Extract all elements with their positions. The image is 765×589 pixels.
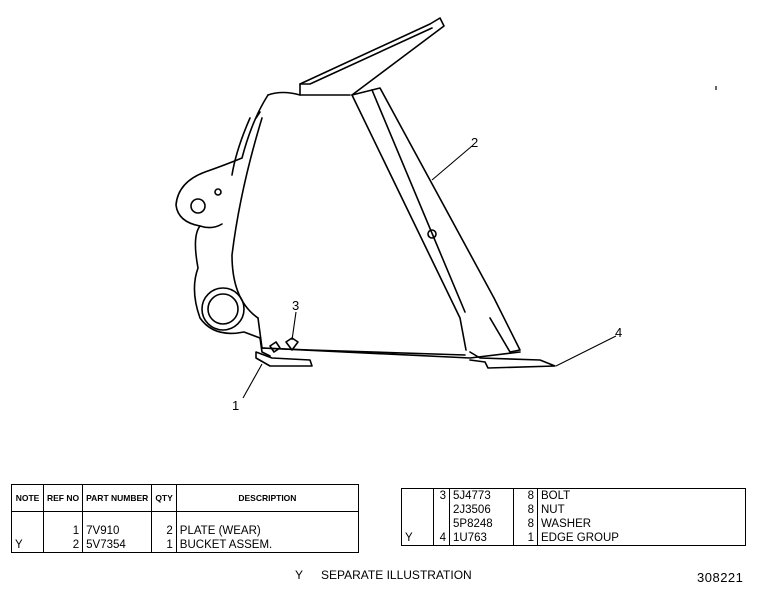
note-cell: [401, 503, 434, 517]
footnote: Y SEPARATE ILLUSTRATION: [295, 568, 472, 582]
bucket-floor: [257, 317, 521, 359]
ref-cell: 2: [43, 538, 84, 553]
table-row: 5P8248 8 WASHER: [401, 517, 746, 531]
table-row: Y 2 5V7354 1 BUCKET ASSEM.: [11, 538, 359, 553]
qty-cell: 1: [513, 531, 538, 546]
qty-cell: 1: [151, 538, 177, 553]
description-cell: EDGE GROUP: [541, 532, 619, 544]
header-part-number: PART NUMBER: [82, 484, 153, 512]
part-number-cell: 7V910: [82, 524, 153, 538]
part-number-cell: 5J4773: [449, 488, 514, 503]
callout-3: 3: [292, 298, 299, 313]
leader-line-4: [555, 335, 617, 367]
header-note: NOTE: [11, 484, 44, 512]
table-row: 1 7V910 2 PLATE (WEAR): [11, 524, 359, 538]
ref-cell: [433, 517, 450, 531]
qty-cell: 8: [513, 517, 538, 531]
qty-cell: 2: [151, 524, 177, 538]
footnote-symbol: Y: [295, 568, 304, 582]
leader-line-3: [291, 311, 297, 341]
ref-cell: 1: [43, 524, 84, 538]
qty-cell: 8: [513, 488, 538, 503]
header-description: DESCRIPTION: [176, 484, 359, 512]
ref-cell: 3: [433, 488, 450, 503]
description-cell: WASHER: [541, 518, 592, 530]
part-number-cell: 5V7354: [82, 538, 153, 553]
bucket-back-curve: [267, 91, 351, 96]
header-ref-no: REF NO: [43, 484, 84, 512]
part-number-cell: 5P8248: [449, 517, 514, 531]
wear-plate: [255, 351, 313, 367]
leader-line-2: [431, 145, 473, 181]
note-cell: [401, 517, 434, 531]
ref-cell: 4: [433, 531, 450, 546]
qty-cell: 8: [513, 503, 538, 517]
spill-guard: [299, 17, 445, 96]
description-cell: PLATE (WEAR): [179, 525, 261, 537]
leader-line-1: [242, 363, 263, 399]
note-cell: [11, 524, 44, 538]
side-cutting-edge: [351, 87, 521, 353]
description-cell: NUT: [541, 504, 565, 516]
table-row: Y 4 1U763 1 EDGE GROUP: [401, 531, 746, 546]
note-cell: Y: [401, 531, 434, 546]
header-qty: QTY: [151, 484, 177, 512]
description-cell: BOLT: [541, 490, 571, 502]
lower-pin-boss: [201, 287, 245, 331]
table-row: 3 5J4773 8 BOLT: [401, 488, 746, 503]
note-cell: Y: [11, 538, 44, 553]
description-cell: BUCKET ASSEM.: [179, 539, 273, 551]
callout-4: 4: [615, 325, 622, 340]
footnote-text: SEPARATE ILLUSTRATION: [321, 568, 472, 582]
edge-group-shape: [469, 351, 556, 369]
parts-table-left: NOTE REF NO PART NUMBER QTY DESCRIPTION …: [11, 484, 359, 553]
parts-table-right: 3 5J4773 8 BOLT 2J3506 8 NUT 5P8248 8 WA…: [401, 488, 746, 546]
part-number-cell: 2J3506: [449, 503, 514, 517]
bucket-illustration: 1 2 3 4: [175, 17, 717, 413]
part-number-cell: 1U763: [449, 531, 514, 546]
bucket-side-plate: [175, 94, 271, 357]
illustration-number: 308221: [697, 570, 744, 585]
upper-pin-hole: [190, 198, 206, 214]
note-cell: [401, 488, 434, 503]
table-row: 2J3506 8 NUT: [401, 503, 746, 517]
callout-1: 1: [232, 398, 239, 413]
callout-2: 2: [471, 135, 478, 150]
ref-cell: [433, 503, 450, 517]
